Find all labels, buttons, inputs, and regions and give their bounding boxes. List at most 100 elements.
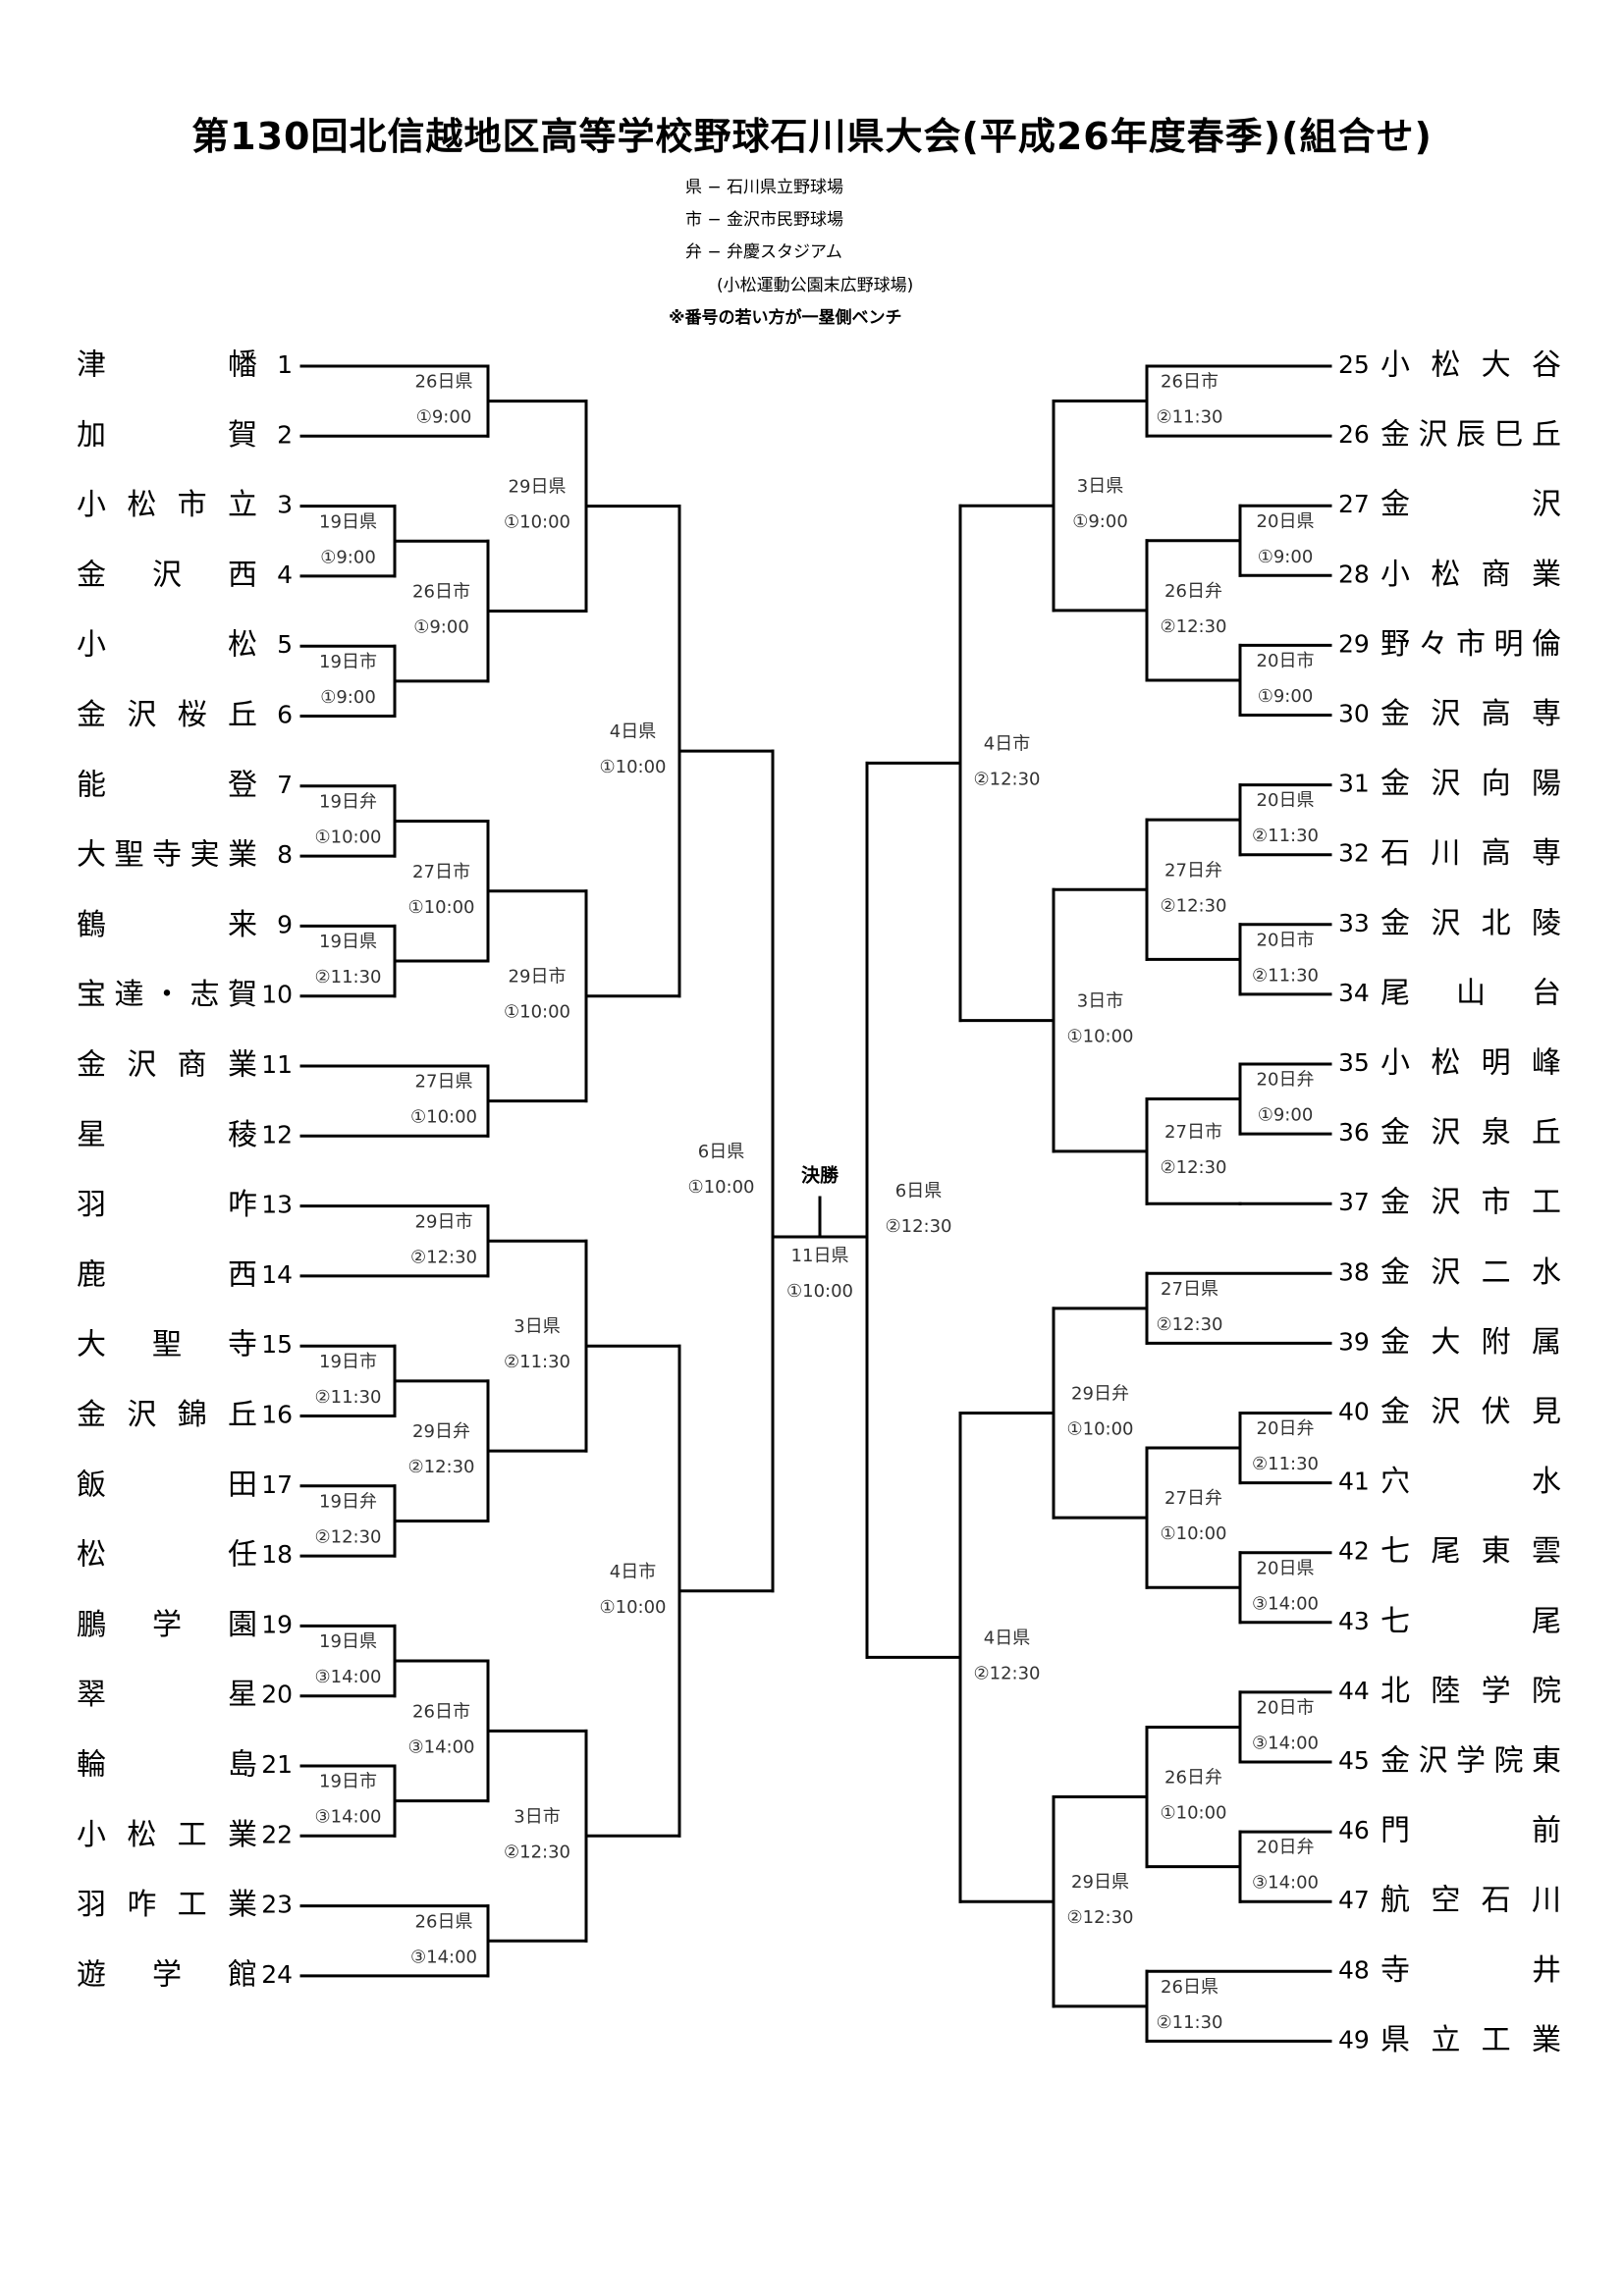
team-name: 小松商業 bbox=[1380, 558, 1561, 592]
game-time-label: ①9:00 bbox=[1258, 547, 1314, 567]
team-number: 44 bbox=[1338, 1677, 1370, 1705]
team-name: 小松市立 bbox=[77, 488, 257, 522]
legend-benkei-stadium-note: (小松運動公園末広野球場) bbox=[717, 276, 914, 295]
final-label: 決勝 bbox=[801, 1164, 839, 1187]
team-name: 金 沢 西 bbox=[77, 558, 257, 592]
team-number: 33 bbox=[1338, 909, 1370, 937]
game-time-label: ②12:30 bbox=[410, 1247, 477, 1267]
team-number: 46 bbox=[1338, 1816, 1370, 1844]
game-day-label: 19日市 bbox=[319, 1352, 377, 1372]
team-name: 金沢伏見 bbox=[1380, 1395, 1561, 1429]
team-number: 15 bbox=[261, 1330, 293, 1359]
game-time-label: ①10:00 bbox=[1160, 1803, 1226, 1824]
game-time-label: ②11:30 bbox=[1252, 1454, 1319, 1474]
team-number: 9 bbox=[277, 910, 293, 938]
game-day-label: 20日市 bbox=[1257, 651, 1315, 671]
game-day-label: 4日市 bbox=[610, 1562, 656, 1582]
game-time-label: ②11:30 bbox=[1156, 2012, 1222, 2033]
game-time-label: ②12:30 bbox=[1160, 1157, 1226, 1178]
team-name: 翠 星 bbox=[77, 1678, 257, 1712]
game-time-label: ①10:00 bbox=[1066, 1419, 1133, 1440]
team-name: 羽 咋 bbox=[77, 1188, 257, 1222]
team-number: 45 bbox=[1338, 1746, 1370, 1775]
game-day-label: 26日市 bbox=[412, 1701, 470, 1722]
game-time-label: ③14:00 bbox=[314, 1667, 381, 1687]
team-number: 29 bbox=[1338, 629, 1370, 658]
game-time-label: ③14:00 bbox=[1252, 1593, 1319, 1614]
game-time-label: ①10:00 bbox=[1160, 1523, 1226, 1544]
game-day-label: 4日県 bbox=[984, 1628, 1030, 1648]
game-time-label: ①10:00 bbox=[786, 1281, 853, 1302]
game-day-label: 27日市 bbox=[412, 862, 470, 882]
game-time-label: ①9:00 bbox=[320, 687, 376, 708]
game-time-label: ①9:00 bbox=[416, 407, 472, 428]
game-day-label: 19日市 bbox=[319, 1772, 377, 1792]
team-number: 37 bbox=[1338, 1188, 1370, 1216]
game-day-label: 6日県 bbox=[698, 1142, 744, 1162]
game-time-label: ①10:00 bbox=[410, 1107, 477, 1128]
game-day-label: 26日市 bbox=[1161, 372, 1218, 393]
game-time-label: ①10:00 bbox=[1066, 1027, 1133, 1047]
game-day-label: 20日弁 bbox=[1257, 1838, 1315, 1858]
team-name: 津 幡 bbox=[77, 348, 257, 383]
game-time-label: ③14:00 bbox=[1252, 1873, 1319, 1894]
team-number: 43 bbox=[1338, 1607, 1370, 1635]
game-time-label: ①10:00 bbox=[504, 1002, 570, 1023]
team-name: 七 尾 bbox=[1380, 1604, 1561, 1638]
game-day-label: 19日市 bbox=[319, 652, 377, 672]
game-time-label: ①10:00 bbox=[314, 827, 381, 847]
team-number: 35 bbox=[1338, 1048, 1370, 1077]
team-number: 26 bbox=[1338, 420, 1370, 449]
game-day-label: 29日県 bbox=[1071, 1872, 1129, 1893]
game-time-label: ①9:00 bbox=[320, 547, 376, 567]
team-number: 10 bbox=[261, 981, 293, 1009]
game-day-label: 20日県 bbox=[1257, 790, 1315, 811]
team-name: 宝達・志賀 bbox=[77, 978, 257, 1012]
team-name: 金沢市工 bbox=[1380, 1186, 1561, 1220]
game-time-label: ②12:30 bbox=[314, 1526, 381, 1547]
team-name: 七尾東雲 bbox=[1380, 1534, 1561, 1569]
team-name: 金大附属 bbox=[1380, 1325, 1561, 1360]
game-time-label: ②12:30 bbox=[1160, 895, 1226, 916]
team-number: 31 bbox=[1338, 770, 1370, 798]
team-number: 47 bbox=[1338, 1886, 1370, 1914]
team-number: 36 bbox=[1338, 1118, 1370, 1147]
game-day-label: 20日弁 bbox=[1257, 1070, 1315, 1091]
team-name: 輪 島 bbox=[77, 1748, 257, 1783]
game-time-label: ②12:30 bbox=[1156, 1314, 1222, 1335]
game-time-label: ③14:00 bbox=[1252, 1733, 1319, 1753]
team-number: 24 bbox=[261, 1960, 293, 1989]
team-number: 27 bbox=[1338, 490, 1370, 518]
game-day-label: 26日弁 bbox=[1164, 581, 1222, 602]
team-name: 金沢学院東 bbox=[1380, 1744, 1561, 1779]
team-number: 19 bbox=[261, 1610, 293, 1638]
game-day-label: 29日県 bbox=[509, 477, 567, 498]
game-day-label: 27日県 bbox=[415, 1072, 473, 1093]
game-day-label: 20日県 bbox=[1257, 1558, 1315, 1578]
game-time-label: ②12:30 bbox=[504, 1842, 570, 1862]
team-name: 寺 井 bbox=[1380, 1953, 1561, 1988]
team-number: 48 bbox=[1338, 1955, 1370, 1984]
team-number: 7 bbox=[277, 771, 293, 799]
game-day-label: 19日県 bbox=[319, 932, 377, 952]
team-name: 小 松 bbox=[77, 628, 257, 663]
game-time-label: ②11:30 bbox=[314, 967, 381, 988]
legend-benkei-stadium: 弁 − 弁慶スタジアム bbox=[685, 242, 842, 262]
game-day-label: 19日県 bbox=[319, 1631, 377, 1652]
game-time-label: ②11:30 bbox=[504, 1352, 570, 1372]
team-name: 金沢向陽 bbox=[1380, 767, 1561, 801]
game-time-label: ③14:00 bbox=[407, 1736, 474, 1757]
game-day-label: 29日市 bbox=[415, 1211, 473, 1232]
game-time-label: ①10:00 bbox=[687, 1177, 754, 1198]
team-name: 金沢二水 bbox=[1380, 1255, 1561, 1290]
game-time-label: ①10:00 bbox=[599, 757, 666, 777]
team-number: 42 bbox=[1338, 1537, 1370, 1566]
team-number: 12 bbox=[261, 1120, 293, 1148]
game-time-label: ①9:00 bbox=[1072, 511, 1128, 532]
game-time-label: ①9:00 bbox=[1258, 1105, 1314, 1126]
team-name: 大聖寺実業 bbox=[77, 838, 257, 873]
team-name: 門 前 bbox=[1380, 1814, 1561, 1848]
game-day-label: 26日弁 bbox=[1164, 1768, 1222, 1789]
game-day-label: 4日市 bbox=[984, 733, 1030, 754]
team-number: 23 bbox=[261, 1891, 293, 1919]
